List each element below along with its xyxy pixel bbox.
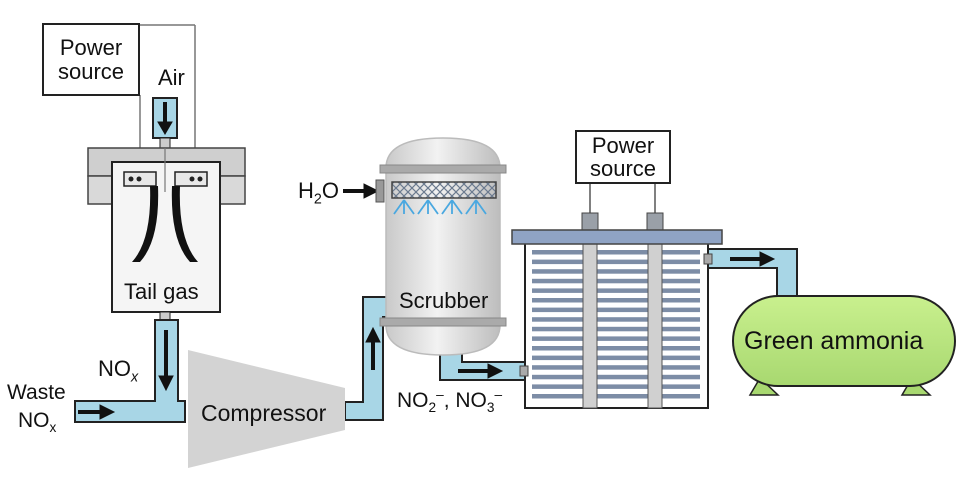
electrolyzer-lid bbox=[511, 229, 723, 245]
scrubber bbox=[375, 137, 507, 356]
electrolyzer-plate bbox=[532, 365, 700, 370]
air-nozzle bbox=[159, 137, 171, 149]
electrolyzer-plate bbox=[532, 278, 700, 284]
pipe-compressor-scrubber bbox=[344, 296, 393, 421]
power-source-box-2: Power source bbox=[575, 130, 671, 184]
electrolyzer-plate bbox=[532, 394, 700, 399]
electrolyzer-plate bbox=[532, 346, 700, 351]
power-source-2-line1: Power bbox=[591, 132, 655, 158]
pipe-electrolyzer-tank bbox=[707, 248, 798, 301]
electrolyzer-plate bbox=[532, 336, 700, 341]
electrode-terminal-left bbox=[581, 212, 599, 232]
nitrate-sup: – bbox=[494, 387, 503, 402]
pipe-reactor-down bbox=[74, 319, 186, 423]
electrolyzer-plate bbox=[532, 298, 700, 303]
tank-body bbox=[732, 295, 956, 387]
nox-main: NO bbox=[98, 356, 131, 381]
power-source-2-line2: source bbox=[589, 156, 657, 181]
air-label: Air bbox=[158, 65, 185, 90]
flow-arrows bbox=[78, 102, 776, 420]
tail-gas-label: Tail gas bbox=[124, 279, 199, 304]
nitrite-sub: 2 bbox=[428, 400, 437, 416]
electrolyzer-plates bbox=[532, 250, 700, 399]
electrode-bar-left bbox=[582, 239, 598, 409]
electrolyzer-plate bbox=[532, 259, 700, 265]
nitrate-main: NO bbox=[455, 389, 487, 412]
nitrite-sup: – bbox=[436, 387, 444, 402]
nox-sub: x bbox=[131, 369, 139, 386]
scrubber-flange-top bbox=[379, 164, 507, 174]
power-source-box-1: Power source bbox=[42, 23, 140, 96]
nitrite-main: NO bbox=[397, 389, 429, 412]
electrolyzer bbox=[511, 182, 723, 409]
h2o-label: H2O bbox=[298, 178, 339, 207]
electrolyzer-plate bbox=[532, 269, 700, 274]
label-separator: , bbox=[443, 389, 456, 412]
electrode-bar-right bbox=[647, 239, 663, 409]
h2o-sub: 2 bbox=[313, 191, 322, 208]
electrolyzer-plate bbox=[532, 307, 700, 313]
arc-blade-right bbox=[171, 186, 198, 262]
plasma-reactor bbox=[87, 24, 246, 321]
electrolyzer-body bbox=[524, 239, 709, 409]
waste-label: Waste bbox=[7, 381, 66, 404]
electrolyzer-plate bbox=[532, 317, 700, 322]
scrubber-label: Scrubber bbox=[399, 288, 489, 313]
ammonia-tank bbox=[732, 295, 956, 396]
electrolyzer-plate bbox=[532, 288, 700, 293]
green-ammonia-label: Green ammonia bbox=[744, 327, 924, 355]
h2o-o: O bbox=[321, 178, 339, 203]
tank-leg-left bbox=[748, 376, 780, 396]
scrubber-flange-bottom bbox=[379, 317, 507, 327]
electrolyzer-inlet-port bbox=[519, 365, 529, 377]
waste-nox-main: NO bbox=[18, 409, 50, 432]
power-source-1-line2: source bbox=[57, 58, 125, 84]
electrolyzer-plate bbox=[532, 384, 700, 389]
tail-gas-outlet bbox=[159, 311, 171, 321]
compressor-label: Compressor bbox=[201, 400, 327, 426]
nitrate-sub: 3 bbox=[486, 400, 495, 416]
h2o-h: H bbox=[298, 178, 314, 203]
waste-nox-label: NOx bbox=[18, 409, 56, 435]
waste-nox-sub: x bbox=[49, 420, 57, 436]
electrolyzer-outlet-port bbox=[703, 253, 713, 265]
electrolyzer-plate bbox=[532, 374, 700, 380]
nitrite-nitrate-label: NO2–, NO3– bbox=[397, 387, 503, 415]
nox-label: NOx bbox=[98, 356, 138, 385]
electrode-terminal-right bbox=[646, 212, 664, 232]
arc-blade-left bbox=[132, 186, 159, 262]
power-source-1-line1: Power bbox=[59, 35, 123, 61]
electrolyzer-plate bbox=[532, 355, 700, 361]
electrolyzer-plate bbox=[532, 326, 700, 332]
water-spray bbox=[393, 199, 487, 215]
compressor-body bbox=[188, 350, 345, 468]
electrolyzer-plate bbox=[532, 250, 700, 255]
water-inlet-nozzle bbox=[375, 179, 385, 203]
pipes bbox=[74, 248, 798, 423]
packing-mesh bbox=[391, 181, 497, 199]
